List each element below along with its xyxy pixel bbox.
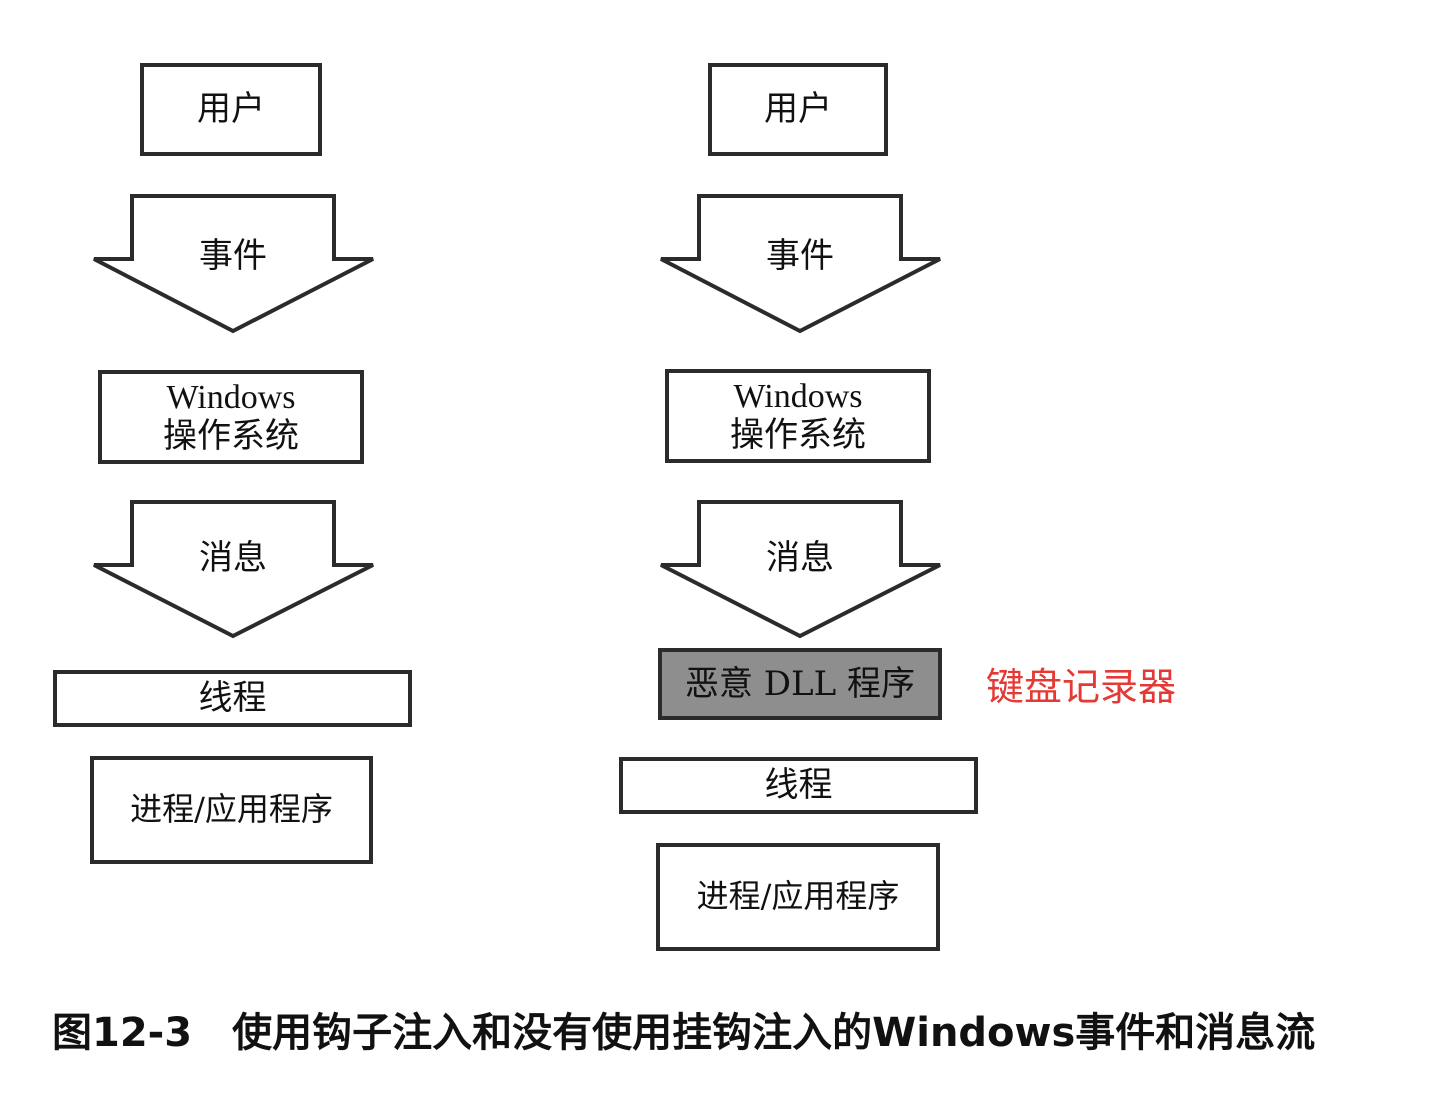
right-process-box: 进程/应用程序: [656, 843, 940, 951]
right-thread-box: 线程: [619, 757, 978, 814]
left-thread-box: 线程: [53, 670, 412, 727]
left-event-label: 事件: [199, 236, 267, 276]
figure-caption-text: 使用钩子注入和没有使用挂钩注入的Windows事件和消息流: [232, 1010, 1316, 1056]
left-os-line1: Windows: [166, 378, 296, 416]
right-os-box: Windows 操作系统: [665, 369, 931, 463]
right-malicious-dll-label: 恶意 DLL 程序: [684, 663, 916, 704]
left-os-line2: 操作系统: [163, 416, 299, 456]
left-thread-label: 线程: [198, 678, 267, 719]
left-os-box: Windows 操作系统: [98, 370, 364, 464]
right-process-label: 进程/应用程序: [696, 877, 900, 916]
right-thread-label: 线程: [764, 765, 833, 806]
left-message-label: 消息: [199, 538, 267, 578]
right-os-line2: 操作系统: [730, 415, 866, 455]
right-malicious-dll-box: 恶意 DLL 程序: [658, 648, 942, 720]
left-user-box: 用户: [140, 63, 322, 156]
left-process-box: 进程/应用程序: [90, 756, 373, 864]
right-user-label: 用户: [764, 89, 832, 130]
right-user-box: 用户: [708, 63, 888, 156]
right-event-label: 事件: [766, 236, 834, 276]
right-message-label: 消息: [766, 538, 834, 578]
left-process-label: 进程/应用程序: [130, 790, 333, 829]
figure-caption: 图12-3 使用钩子注入和没有使用挂钩注入的Windows事件和消息流: [52, 1000, 1412, 1058]
left-user-label: 用户: [197, 89, 265, 130]
keylogger-annotation: 键盘记录器: [986, 665, 1177, 709]
figure-number: 图12-3: [52, 1010, 193, 1056]
right-os-line1: Windows: [733, 377, 863, 415]
